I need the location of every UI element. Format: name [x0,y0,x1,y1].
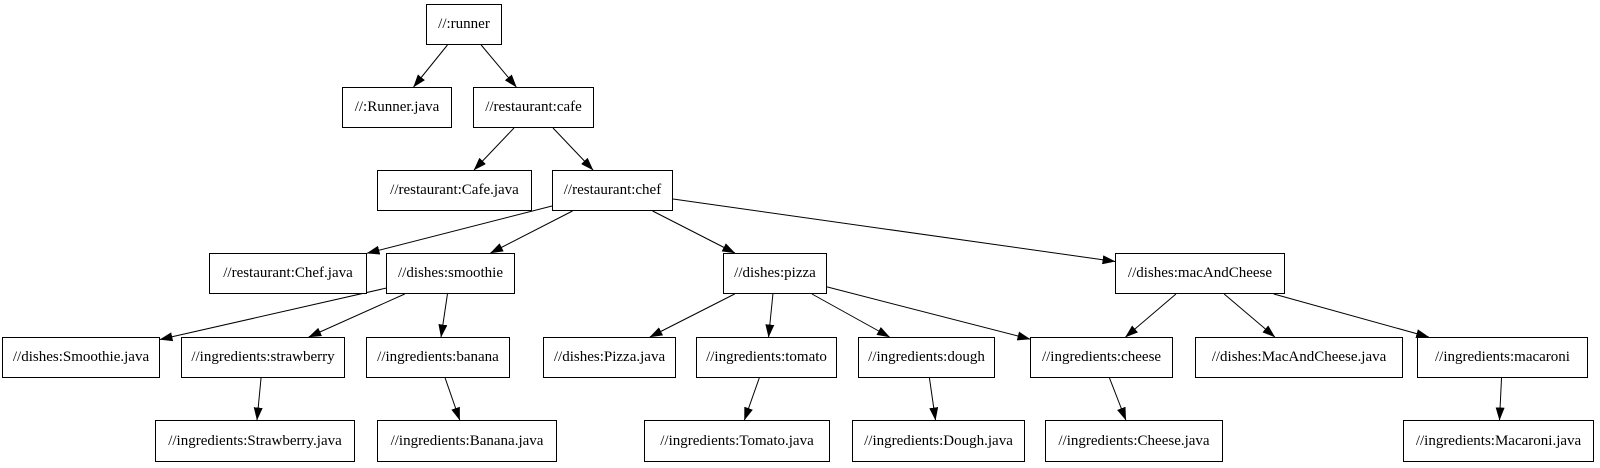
graph-edge-smoothie-to-strawberry [308,293,405,338]
graph-edge-runner-to-runner_java [413,44,448,88]
graph-edge-chef-to-macandcheese [672,198,1116,265]
graph-edge-cheese-to-cheese_java [1109,377,1127,421]
graph-edge-pizza-to-dough [811,293,890,338]
edges-group [159,44,1505,421]
graph-edge-runner-to-cafe [480,44,517,88]
graph-edge-cafe-to-cafe_java [473,127,515,171]
graph-edge-cafe-to-chef [552,127,594,171]
graph-edge-macaroni-to-macaroni_java [1495,377,1505,421]
graph-edge-pizza-to-tomato [765,293,775,338]
graph-edge-dough-to-dough_java [928,377,939,421]
graph-edge-pizza-to-pizza_java [649,293,735,338]
graph-edge-smoothie-to-smoothie_java [159,287,387,342]
graph-edge-strawberry-to-strawberry_java [253,377,263,421]
graph-edge-chef-to-smoothie [490,210,573,254]
graph-edge-pizza-to-cheese [826,286,1031,341]
graph-edge-macandcheese-to-macandcheese_java [1223,293,1276,338]
graph-edge-chef-to-pizza [652,210,736,254]
graph-edge-macandcheese-to-cheese [1125,293,1177,338]
graph-edge-tomato-to-tomato_java [743,377,760,421]
graph-edge-chef-to-chef_java [366,205,553,255]
graph-edge-banana-to-banana_java [444,377,461,421]
graph-edge-smoothie-to-banana [438,293,448,338]
graph-edge-macandcheese-to-macaroni [1273,293,1430,338]
